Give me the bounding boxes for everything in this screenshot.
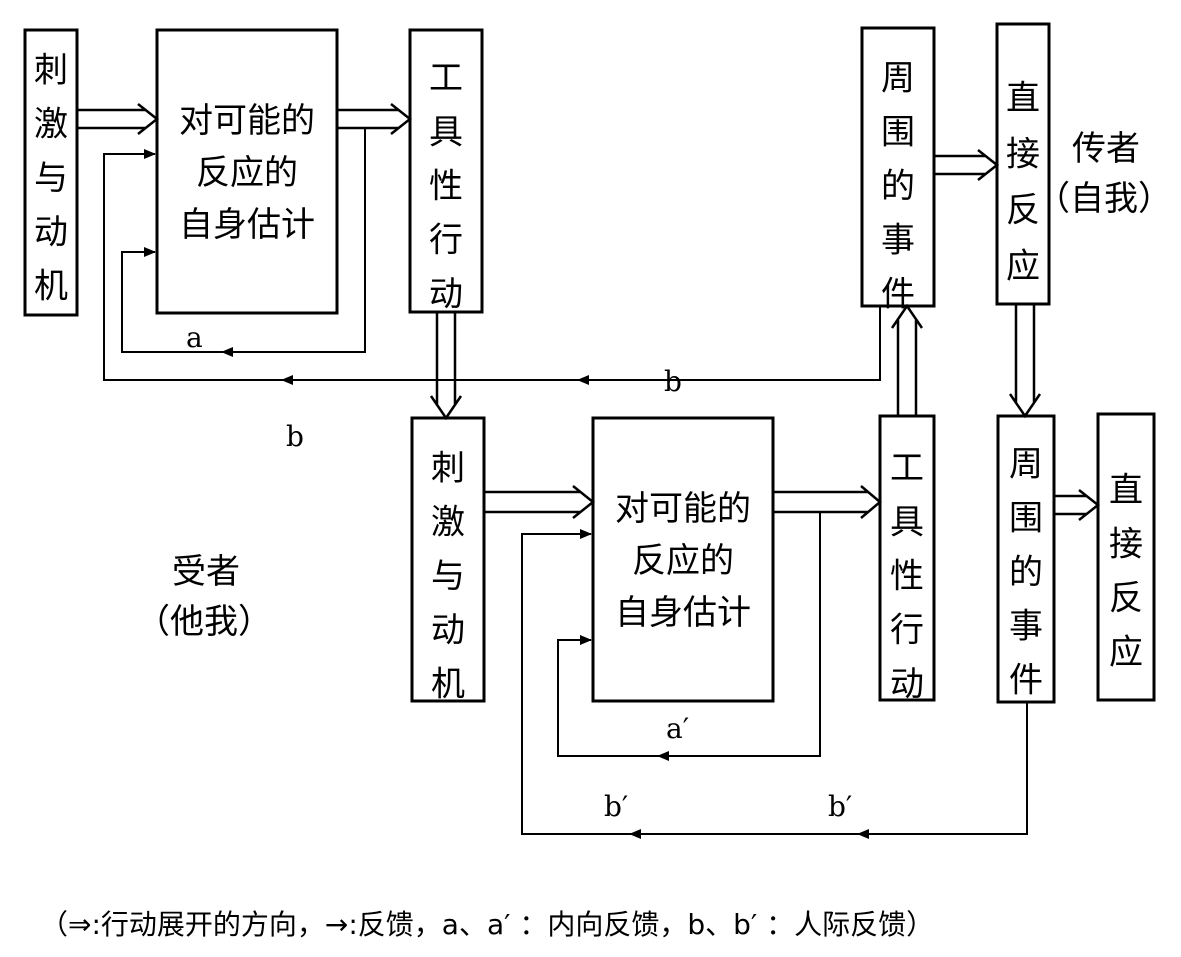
vtext-char: 应 <box>1109 633 1143 673</box>
vtext-char: 事 <box>1009 607 1043 647</box>
vtext-char: 工 <box>890 449 924 489</box>
feedback-a-prime <box>557 512 821 761</box>
feedback-b-prime <box>521 529 1028 839</box>
vtext-char: 工 <box>429 59 463 99</box>
vtext-char: 刺 <box>431 449 465 489</box>
receiver-action-text: 工具性行动 <box>890 449 924 705</box>
action-arrow-5 <box>934 149 1000 181</box>
sender-role: 传者 <box>1072 129 1140 169</box>
vtext-char: 行 <box>429 221 463 261</box>
text-line: 自身估计 <box>179 205 315 245</box>
label-b-top: b <box>664 365 682 398</box>
text-line: 对可能的 <box>179 101 315 141</box>
vtext-char: 具 <box>890 503 924 543</box>
legend: （⇒:行动展开的方向，→:反馈，a、a′ ：内向反馈，b、b′ ：人际反馈） <box>40 908 934 941</box>
sender-reaction-box: 直接反应 <box>995 22 1051 306</box>
feedback-b <box>103 149 881 385</box>
vtext-char: 动 <box>890 665 924 705</box>
vtext-char: 反 <box>1109 579 1143 619</box>
vtext-char: 与 <box>431 557 465 597</box>
vtext-char: 直 <box>1006 79 1040 119</box>
vtext-char: 接 <box>1006 135 1040 175</box>
vtext-char: 具 <box>429 113 463 153</box>
vtext-char: 直 <box>1109 471 1143 511</box>
sender-estimate-box: 对可能的反应的自身估计 <box>155 28 339 315</box>
receiver-stimulus-box: 刺激与动机 <box>410 416 486 705</box>
sender-events-text: 周围的事件 <box>881 59 915 315</box>
label-b-prime-right: b′ <box>828 790 852 823</box>
action-arrow-4 <box>773 485 882 519</box>
action-arrow-down-2 <box>1008 304 1042 419</box>
vtext-char: 动 <box>431 611 465 651</box>
vtext-char: 件 <box>1009 661 1043 701</box>
vtext-char: 刺 <box>34 51 68 91</box>
sender-stimulus-text: 刺激与动机 <box>34 51 68 307</box>
vtext-char: 周 <box>1009 445 1043 485</box>
vtext-char: 反 <box>1006 191 1040 231</box>
label-a: a <box>186 321 203 354</box>
vtext-char: 机 <box>34 267 68 307</box>
sender-action-text: 工具性行动 <box>429 59 463 315</box>
vtext-char: 激 <box>431 503 465 543</box>
label-b-left: b <box>286 420 304 453</box>
vtext-char: 行 <box>890 611 924 651</box>
label-b-prime-left: b′ <box>604 790 628 823</box>
action-arrow-6 <box>1054 489 1101 521</box>
sender-events-box: 周围的事件 <box>860 26 936 315</box>
sender-reaction-text: 直接反应 <box>1006 79 1040 287</box>
receiver-estimate-text: 对可能的反应的自身估计 <box>615 489 751 633</box>
sender-action-box: 工具性行动 <box>408 28 484 315</box>
receiver-stimulus-text: 刺激与动机 <box>431 449 465 705</box>
vtext-char: 性 <box>890 557 924 597</box>
receiver-estimate-box: 对可能的反应的自身估计 <box>591 416 775 703</box>
receiver-reaction-box: 直接反应 <box>1096 412 1156 702</box>
vtext-char: 动 <box>429 275 463 315</box>
sender-role-note: （自我） <box>1036 179 1172 219</box>
action-arrow-2 <box>337 103 413 135</box>
vtext-char: 性 <box>429 167 463 207</box>
receiver-reaction-text: 直接反应 <box>1109 471 1143 673</box>
receiver-events-box: 周围的事件 <box>996 414 1056 704</box>
text-line: 对可能的 <box>615 489 751 529</box>
receiver-role-note: （他我） <box>136 602 272 642</box>
sender-estimate-text: 对可能的反应的自身估计 <box>179 101 315 245</box>
sender-stimulus-box: 刺激与动机 <box>23 28 79 317</box>
action-arrow-up <box>890 303 924 416</box>
vtext-char: 的 <box>1009 553 1043 593</box>
vtext-char: 的 <box>881 167 915 207</box>
text-line: 反应的 <box>196 153 298 193</box>
action-arrow-3 <box>484 485 596 519</box>
receiver-action-box: 工具性行动 <box>878 414 936 705</box>
vtext-char: 动 <box>34 213 68 253</box>
receiver-role: 受者 <box>172 552 240 592</box>
text-line: 自身估计 <box>615 593 751 633</box>
vtext-char: 接 <box>1109 525 1143 565</box>
vtext-char: 围 <box>1009 499 1043 539</box>
receiver-events-text: 周围的事件 <box>1009 445 1043 701</box>
vtext-char: 围 <box>881 113 915 153</box>
label-a-prime: a′ <box>666 712 689 745</box>
vtext-char: 激 <box>34 105 68 145</box>
action-arrow-down <box>429 312 463 421</box>
action-arrow-1 <box>77 103 160 135</box>
feedback-a <box>121 128 366 357</box>
vtext-char: 事 <box>881 221 915 261</box>
text-line: 反应的 <box>632 541 734 581</box>
vtext-char: 与 <box>34 159 68 199</box>
vtext-char: 机 <box>431 665 465 705</box>
vtext-char: 应 <box>1006 247 1040 287</box>
vtext-char: 周 <box>881 59 915 99</box>
